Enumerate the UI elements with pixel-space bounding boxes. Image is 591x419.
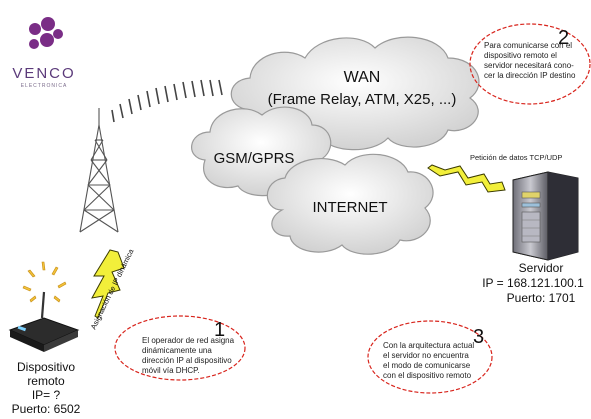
- internet-cloud: [266, 153, 434, 255]
- radio-tower-icon: [79, 108, 119, 233]
- note-2-line-4: cer la dirección IP destino: [484, 71, 576, 80]
- note-1: 1 El operador de red asigna dinámicament…: [114, 315, 246, 381]
- note-2-line-1: Para comunicarse con el: [484, 41, 572, 50]
- tcp-request-label: Petición de datos TCP/UDP: [470, 153, 562, 162]
- note-2-number: 2: [558, 27, 569, 49]
- wan-title: WAN: [344, 69, 381, 86]
- remote-device-icon: [8, 291, 80, 352]
- brand-name: VENCO: [12, 65, 75, 82]
- note-3-line-2: el servidor no encuentra: [383, 351, 469, 360]
- note-1-line-2: dinámicamente una: [142, 346, 212, 355]
- signal-waves-icon: [111, 79, 223, 123]
- device-name-line2: remoto: [27, 374, 65, 388]
- note-3-line-3: el modo de comunicarse: [383, 361, 471, 370]
- device-name-line1: Dispositivo: [17, 360, 75, 374]
- server-icon: [512, 171, 579, 261]
- note-3-line-1: Con la arquitectura actual: [383, 341, 474, 350]
- device-ip: IP= ?: [32, 388, 61, 402]
- tcp-request-bolt-icon: [427, 164, 506, 193]
- brand-tagline: ELECTRONICA: [21, 83, 68, 89]
- note-3-number: 3: [473, 326, 484, 348]
- device-port: Puerto: 6502: [12, 402, 81, 416]
- ip-assignment-bolt-icon: [91, 249, 125, 319]
- venco-logo: VENCO ELECTRONICA: [12, 17, 75, 89]
- note-3-line-4: con el dispositivo remoto: [383, 371, 472, 380]
- note-1-line-4: móvil vía DHCP.: [142, 366, 200, 375]
- note-1-line-3: dirección IP al dispositivo: [142, 356, 232, 365]
- logo-mark-icon: [29, 17, 63, 49]
- note-1-line-1: El operador de red asigna: [142, 336, 235, 345]
- device-signal-icon: [22, 261, 67, 303]
- internet-label: INTERNET: [313, 199, 388, 216]
- note-3: 3 Con la arquitectura actual el servidor…: [367, 320, 493, 394]
- note-1-number: 1: [214, 319, 225, 341]
- server-port: Puerto: 1701: [507, 291, 576, 305]
- wan-subtitle: (Frame Relay, ATM, X25, ...): [268, 91, 457, 108]
- server-ip: IP = 168.121.100.1: [482, 276, 584, 290]
- gsm-label: GSM/GPRS: [214, 150, 295, 167]
- note-2-line-3: servidor necesitará cono-: [484, 61, 574, 70]
- note-2: 2 Para comunicarse con el dispositivo re…: [469, 23, 591, 105]
- server-name: Servidor: [519, 261, 564, 275]
- note-2-line-2: dispositivo remoto el: [484, 51, 557, 60]
